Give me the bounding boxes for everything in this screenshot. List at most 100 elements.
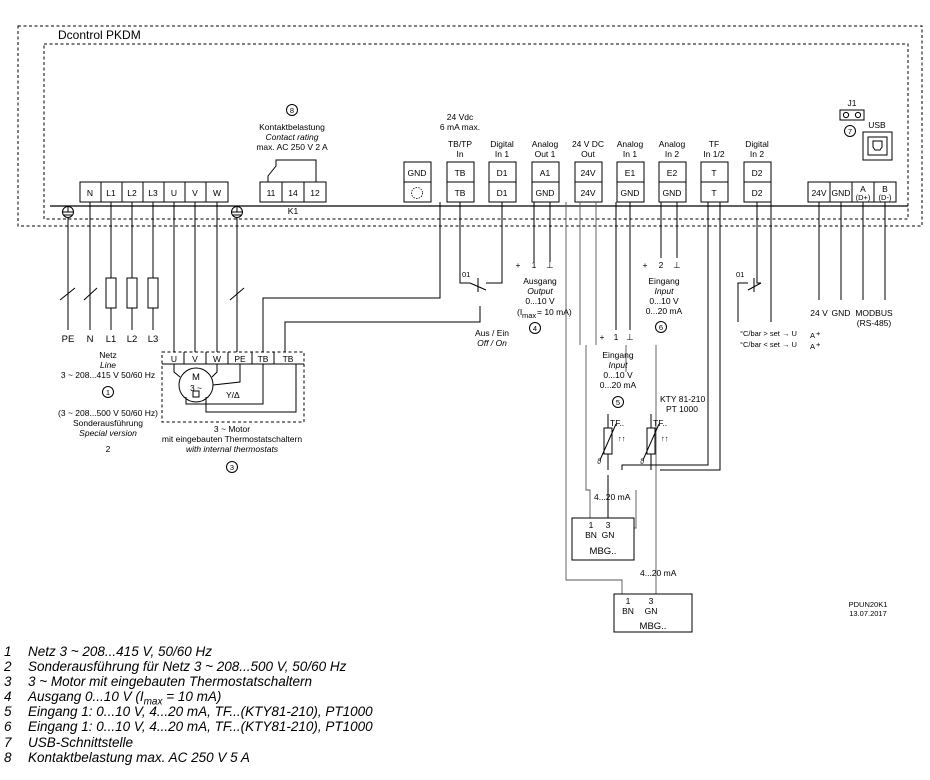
out1-pin-gnd: ⊥ <box>546 260 553 270</box>
special-num: 2 <box>106 444 111 454</box>
signal-terminals: 24 Vdc 6 mA max. TB/TP In Digital In 1 A… <box>403 112 772 203</box>
bus-label-modbus: MODBUS <box>855 308 893 318</box>
tbtp-head-2: 6 mA max. <box>440 122 480 132</box>
mbg2-pin-gn: GN <box>645 606 658 616</box>
tf2-label: TF.. <box>653 418 667 428</box>
in2-pin-plus: + <box>643 260 648 270</box>
dcout-head-1: 24 V DC <box>572 139 604 149</box>
mbg2-pin-bn: BN <box>622 606 634 616</box>
d2-line-1: °C/bar > set → U <box>740 329 797 338</box>
badge-3-ring <box>226 461 238 473</box>
bus-a: A <box>860 184 866 194</box>
badge-4: 4 <box>533 324 537 333</box>
out1-imax-sub: max <box>522 311 536 320</box>
motor-title: 3 ~ Motor <box>214 424 250 434</box>
ausein-de: Aus / Ein <box>475 328 509 338</box>
out1-pin-plus: + <box>516 260 521 270</box>
line-label-l2: L2 <box>127 334 138 345</box>
tbtp-head-4: In <box>456 149 463 159</box>
jumper-j1: J1 7 <box>839 98 865 137</box>
tf-head-2: In 1/2 <box>703 149 725 159</box>
wiring-diagram: Dcontrol PKDM N L1 L2 L3 U V W 8 Kontakt… <box>17 25 923 633</box>
mbg-box-1 <box>571 517 635 561</box>
in2-range-ma: 0...20 mA <box>646 306 683 316</box>
digital-in2-contact: 01 <box>736 202 772 322</box>
t-bottom: T <box>711 188 716 198</box>
out1-de: Ausgang <box>523 276 557 286</box>
a1-bottom: GND <box>536 188 555 198</box>
bus-label-gnd: GND <box>832 308 851 318</box>
relay-name: K1 <box>288 206 299 216</box>
motor-desc-en: with internal thermostats <box>186 444 279 454</box>
badge-5: 5 <box>616 398 620 407</box>
legend-num: 3 <box>4 674 12 690</box>
bus-b: B <box>882 184 888 194</box>
din2-head-1: Digital <box>745 139 769 149</box>
netz-line: Line <box>100 360 116 370</box>
legend-num: 4 <box>4 689 12 705</box>
line-label-pe: PE <box>62 334 75 345</box>
in2-pin-gnd: ⊥ <box>673 260 680 270</box>
mains-wiring: PE N L1 L2 L3 <box>59 202 159 345</box>
special-de: Sonderausführung <box>73 418 143 428</box>
j1-label: J1 <box>848 98 857 108</box>
legend-text: Netz 3 ~ 208...415 V, 50/60 Hz <box>28 644 212 659</box>
motor-terminal-tb2: TB <box>283 354 294 364</box>
relay-terminal-11: 11 <box>267 188 276 198</box>
tf-wiring <box>621 202 721 471</box>
aout1-head-2: Out 1 <box>535 149 556 159</box>
out1-pin-1: 1 <box>532 260 537 270</box>
legend-num: 1 <box>4 644 12 659</box>
netz-title: Netz <box>99 350 116 360</box>
out1-imax-a: (I <box>517 307 522 317</box>
d2-line-2-sub: A <box>810 342 815 351</box>
relay-terminal-12: 12 <box>310 188 320 198</box>
in1-en: Input <box>609 360 629 370</box>
mbg1-pin-1: 1 <box>589 520 594 530</box>
bus-terminal-strip: 24V GND A (D+) B (D-) <box>807 181 897 300</box>
terminal-l3: L3 <box>148 188 158 198</box>
digital-in1-contact: 01 <box>459 202 503 292</box>
badge-7: 7 <box>848 127 852 136</box>
dcout-head-2: Out <box>581 149 595 159</box>
d1-top: D1 <box>497 168 508 178</box>
ain2-head-2: In 2 <box>665 149 679 159</box>
ain1-head-1: Analog <box>617 139 644 149</box>
earth-symbol-left <box>62 206 74 218</box>
terminal-v: V <box>192 188 198 198</box>
v24-top: 24V <box>580 168 595 178</box>
bus-gnd: GND <box>832 188 851 198</box>
in2-en: Input <box>655 286 675 296</box>
t-top: T <box>711 168 716 178</box>
terminal-w: W <box>213 188 221 198</box>
ausein-en: Off / On <box>477 338 507 348</box>
legend-num: 8 <box>4 749 12 765</box>
out1-imax-b: = 10 mA) <box>537 307 572 317</box>
mbg2-current: 4...20 mA <box>640 568 677 578</box>
aout1-head-1: Analog <box>532 139 559 149</box>
d2-line-2-plus: + <box>816 340 821 349</box>
mains-terminal-strip: N L1 L2 L3 U V W <box>79 181 229 203</box>
line-label-l1: L1 <box>106 334 117 345</box>
e2-bottom: GND <box>663 188 682 198</box>
tf1-label: TF.. <box>610 418 624 428</box>
netz-voltage: 3 ~ 208...415 V 50/60 Hz <box>61 370 155 380</box>
analog-out1: + 1 ⊥ Ausgang Output 0...10 V (I max = 1… <box>516 202 572 334</box>
legend-row-1: 1 Netz 3 ~ 208...415 V, 50/60 Hz <box>4 644 604 659</box>
controller-inner-frame <box>43 43 909 220</box>
doc-date: 13.07.2017 <box>849 609 887 618</box>
tbtp-head-3: TB/TP <box>448 139 472 149</box>
badge-6: 6 <box>659 323 663 332</box>
in1-range-ma: 0...20 mA <box>600 380 637 390</box>
tf2-arrows: ↑↑ <box>661 434 669 443</box>
d2-line-1-sub: A <box>810 331 815 340</box>
in1-pin-1: 1 <box>614 332 619 342</box>
tbtp-head-1: 24 Vdc <box>447 112 474 122</box>
a1-top: A1 <box>540 168 551 178</box>
special-voltage: (3 ~ 208...500 V 50/60 Hz) <box>58 408 158 418</box>
terminal-l1: L1 <box>106 188 116 198</box>
line-label-n: N <box>87 334 94 345</box>
